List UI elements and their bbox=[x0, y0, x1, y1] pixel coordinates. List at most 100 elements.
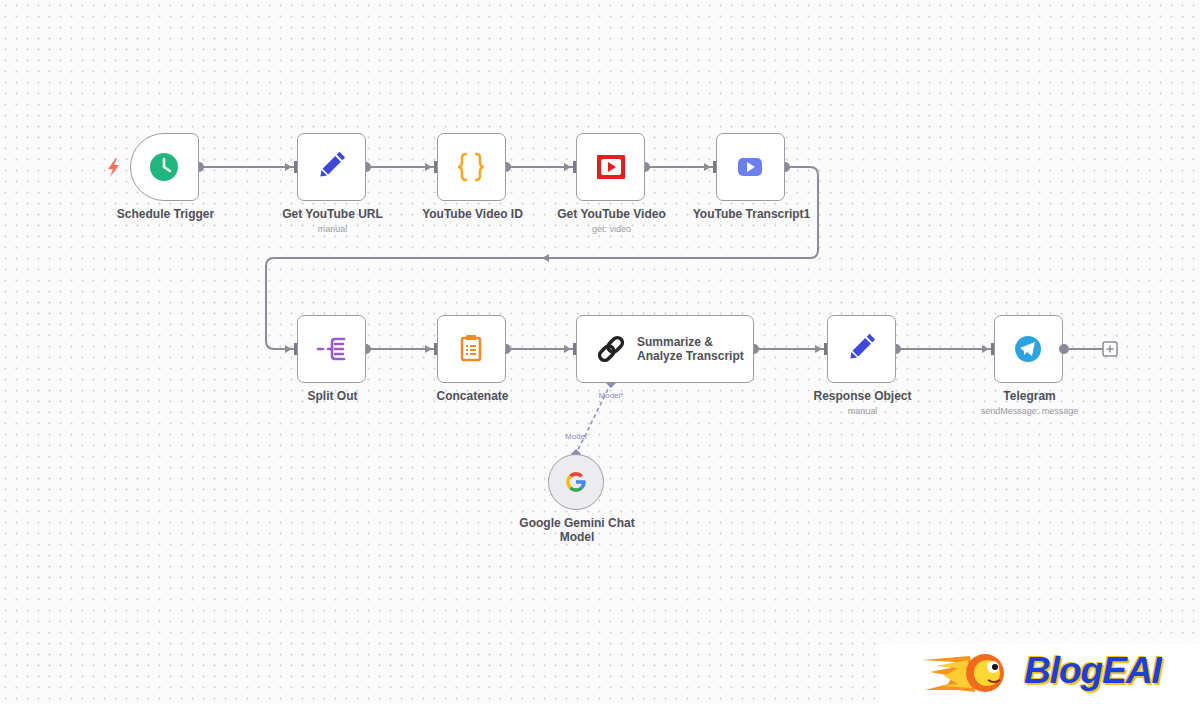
brace-icon bbox=[476, 154, 484, 180]
arrow-head bbox=[982, 345, 989, 353]
workflow-node: Concatenate bbox=[437, 315, 506, 383]
split-icon bbox=[318, 348, 323, 351]
connector bbox=[891, 343, 995, 355]
port-label: Model* bbox=[599, 391, 624, 401]
watermark: BlogEAI bbox=[1024, 651, 1161, 691]
arrow-head bbox=[285, 345, 292, 353]
node-label: Summarize & Analyze Transcript bbox=[637, 335, 749, 363]
brace-icon bbox=[458, 154, 466, 180]
chain-icon bbox=[598, 336, 625, 363]
connector bbox=[361, 343, 438, 355]
arrow-head bbox=[542, 254, 549, 262]
google-icon bbox=[570, 474, 581, 476]
clipboard-clip bbox=[466, 335, 476, 340]
node-label: Response Object bbox=[778, 389, 948, 403]
output-handle bbox=[1059, 344, 1069, 354]
workflow-node: Summarize & Analyze Transcript bbox=[576, 315, 754, 383]
connector bbox=[749, 343, 828, 355]
clock-icon bbox=[150, 153, 178, 181]
add-node-button bbox=[1103, 342, 1117, 356]
workflow-node: YouTube Video ID bbox=[437, 133, 506, 201]
connector-line bbox=[366, 348, 434, 350]
node-label: Telegram bbox=[945, 389, 1115, 403]
pencil-icon bbox=[318, 152, 346, 180]
open-output-line bbox=[1069, 348, 1103, 350]
node-label: YouTube Transcript1 bbox=[667, 207, 837, 221]
youtube-play bbox=[608, 162, 616, 172]
node-label: Get YouTube Video bbox=[527, 207, 697, 221]
arrow-head bbox=[285, 163, 292, 171]
edge-label: Model bbox=[565, 432, 587, 442]
connector-line bbox=[199, 166, 294, 168]
connector bbox=[571, 378, 616, 459]
arrow-head bbox=[564, 163, 571, 171]
arrow-head bbox=[564, 345, 571, 353]
logo-fireball-core bbox=[974, 660, 1000, 686]
node-label: Concatenate bbox=[388, 389, 558, 403]
connector-line bbox=[366, 166, 434, 168]
logo-flame bbox=[922, 656, 975, 692]
connector bbox=[501, 343, 577, 355]
transcript-icon bbox=[738, 158, 762, 176]
connector-line bbox=[645, 166, 713, 168]
chain-link bbox=[598, 344, 616, 362]
pencil-tip bbox=[848, 352, 858, 362]
workflow-node: Get YouTube Videoget: video bbox=[576, 133, 645, 201]
node-label: Google Gemini Chat Model bbox=[513, 516, 641, 544]
workflow-node: Response Objectmanual bbox=[827, 315, 896, 383]
logo-pupil bbox=[992, 664, 998, 670]
node-label: Get YouTube URL bbox=[248, 207, 418, 221]
connector bbox=[361, 161, 438, 173]
pencil-body bbox=[853, 338, 871, 356]
google-icon bbox=[568, 476, 570, 487]
logo-eye bbox=[987, 661, 999, 673]
telegram-icon bbox=[1015, 336, 1041, 362]
logo-flame bbox=[935, 660, 972, 688]
arrow-head bbox=[704, 163, 711, 171]
node-subtitle: sendMessage: message bbox=[945, 406, 1115, 417]
arrow-head bbox=[815, 345, 822, 353]
connector bbox=[501, 161, 577, 173]
youtube-screen bbox=[601, 159, 621, 175]
arrow-head bbox=[425, 163, 432, 171]
youtube-icon bbox=[597, 155, 625, 179]
telegram-plane bbox=[1020, 342, 1035, 356]
split-icon bbox=[328, 339, 344, 359]
node-label: Split Out bbox=[248, 389, 418, 403]
node-subtitle: manual bbox=[248, 224, 418, 235]
logo-background bbox=[880, 643, 1200, 704]
pencil-icon bbox=[848, 334, 876, 362]
node-label: YouTube Video ID bbox=[388, 207, 558, 221]
connector-line bbox=[754, 348, 824, 350]
connector bbox=[194, 161, 298, 173]
node-subtitle: manual bbox=[778, 406, 948, 417]
google-icon bbox=[576, 482, 586, 488]
pencil-body bbox=[323, 156, 341, 174]
trigger-bolt bbox=[108, 158, 119, 177]
workflow-node: Google Gemini Chat Model bbox=[548, 454, 604, 510]
logo-mouth bbox=[988, 680, 1000, 682]
clipboard-icon bbox=[462, 338, 480, 360]
google-icon bbox=[570, 488, 581, 490]
workflow-node: Get YouTube URLmanual bbox=[297, 133, 366, 201]
pencil-tip bbox=[318, 170, 328, 180]
logo-fireball bbox=[966, 654, 1004, 692]
workflow-node: Split Out bbox=[297, 315, 366, 383]
transcript-play bbox=[747, 162, 755, 172]
workflow-node: Schedule Trigger bbox=[130, 133, 199, 201]
chain-link bbox=[606, 336, 624, 354]
connector-line bbox=[506, 348, 573, 350]
clipboard-lines bbox=[466, 346, 476, 354]
clock-hands bbox=[164, 159, 170, 171]
workflow-node: TelegramsendMessage: message bbox=[994, 315, 1063, 383]
node-label: Schedule Trigger bbox=[81, 207, 251, 221]
add-node-plus bbox=[1107, 346, 1114, 353]
connector-line bbox=[896, 348, 991, 350]
workflow-node: YouTube Transcript1 bbox=[716, 133, 785, 201]
node-subtitle: get: video bbox=[527, 224, 697, 235]
pencil-eraser bbox=[867, 334, 875, 342]
connector-line bbox=[506, 166, 573, 168]
arrow-head bbox=[425, 345, 432, 353]
